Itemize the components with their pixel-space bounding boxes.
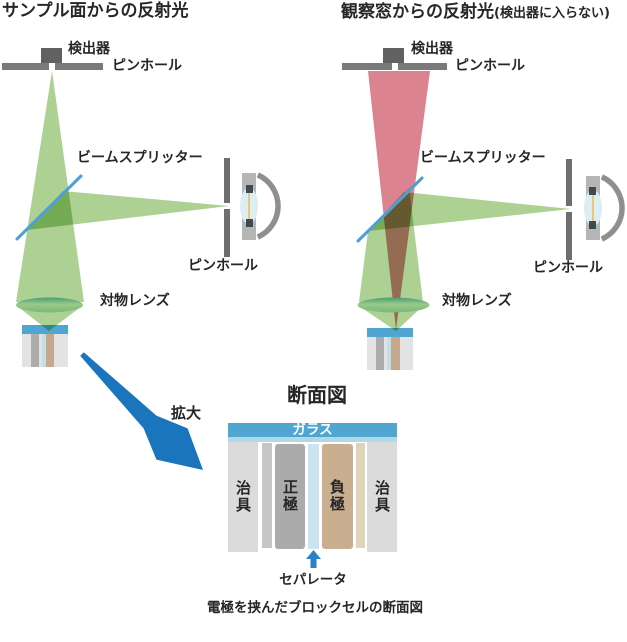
detector-left — [41, 48, 62, 63]
pinhole-plate-right-b — [398, 63, 447, 70]
detector-assembly-left — [2, 48, 103, 70]
pinhole-plate-right-a — [342, 63, 392, 70]
cell-glass-left — [22, 325, 68, 334]
green-beam-focus-right — [359, 306, 423, 331]
left-diagram-title: サンプル面からの反射光 — [2, 1, 189, 21]
right-diagram-title: 観察窓からの反射光(検出器に入らない) — [341, 2, 610, 23]
cross-section-block — [228, 423, 397, 568]
beam-splitter-label-right: ビームスプリッター — [420, 150, 546, 166]
sample-cell-right — [367, 328, 413, 370]
beam-splitter-line-right — [356, 176, 424, 243]
cross-section-glass-strip — [228, 437, 397, 442]
jig-right-label: 治具 — [374, 479, 390, 514]
separator-pointer-arrow — [306, 550, 321, 568]
lamp-electrode-bottom-left — [246, 219, 253, 227]
lamp-electrode-top-right — [589, 187, 596, 195]
green-beam-focus-left — [17, 306, 82, 331]
jig-left-label: 治具 — [235, 479, 251, 514]
cell-anode-stripe-left — [46, 334, 54, 367]
light-source-right — [566, 159, 625, 260]
zoom-label: 拡大 — [171, 404, 202, 422]
right-diagram-title-note: (検出器に入らない) — [494, 6, 610, 21]
anode-label: 負極 — [329, 478, 345, 513]
lamp-electrode-top-left — [246, 185, 253, 193]
right-diagram-title-main: 観察窓からの反射光 — [341, 2, 494, 22]
cell-cathode-stripe-left — [31, 334, 39, 367]
source-pinhole-right-a — [566, 159, 572, 206]
pinhole-top-label-right: ピンホール — [455, 58, 525, 74]
source-pinhole-left-a — [224, 158, 230, 203]
cathode-label: 正極 — [282, 478, 298, 513]
cell-anode-stripe-right — [391, 337, 400, 370]
beams-left — [16, 71, 229, 331]
cross-section-glass-bar — [228, 423, 397, 437]
green-beam-vertical-left — [16, 71, 84, 302]
column-cathode — [275, 444, 305, 549]
lamp-electrode-bottom-right — [589, 221, 596, 229]
pinhole-plate-left-a — [2, 63, 49, 70]
reflector-arc-right — [600, 174, 625, 242]
cross-section-title: 断面図 — [287, 383, 347, 407]
light-source-left — [224, 158, 281, 257]
objective-lens-right — [357, 297, 430, 313]
source-pinhole-label-right: ピンホール — [533, 260, 603, 276]
detector-assembly-right — [342, 48, 447, 70]
pinhole-top-label-left: ピンホール — [112, 58, 182, 74]
cell-separator-stripe-left — [42, 334, 46, 367]
cross-section-caption: 電極を挟んだブロックセルの断面図 — [207, 600, 423, 616]
detector-label-left: 検出器 — [68, 41, 110, 57]
reflector-arc-left — [256, 172, 281, 240]
source-pinhole-right-b — [566, 212, 572, 260]
magnify-arrow — [80, 352, 203, 470]
source-pinhole-left-b — [224, 209, 230, 257]
column-spacer-gray — [262, 443, 272, 548]
objective-label-left: 対物レンズ — [100, 293, 170, 309]
green-beam-horizontal-right — [368, 192, 571, 231]
beam-splitter-label-left: ビームスプリッター — [77, 150, 203, 166]
cell-separator-stripe-right — [387, 337, 391, 370]
pinhole-plate-left-b — [55, 63, 103, 70]
beams-right — [359, 71, 571, 331]
detector-right — [383, 48, 404, 63]
glass-label: ガラス — [292, 422, 333, 438]
cell-cathode-stripe-right — [376, 337, 384, 370]
detector-label-right: 検出器 — [411, 41, 453, 57]
column-separator — [308, 444, 319, 549]
green-beam-horizontal-left — [27, 191, 229, 230]
beam-splitter-line-left — [15, 174, 83, 241]
source-pinhole-label-left: ピンホール — [188, 258, 258, 274]
objective-label-right: 対物レンズ — [442, 293, 512, 309]
separator-label: セパレータ — [279, 572, 347, 588]
column-spacer-tan — [356, 443, 365, 548]
sample-cell-left — [22, 325, 68, 367]
column-anode — [322, 444, 353, 549]
column-jig-right — [367, 442, 397, 552]
objective-lens-left — [16, 297, 83, 313]
column-jig-left — [228, 442, 258, 552]
cell-glass-right — [367, 328, 413, 337]
